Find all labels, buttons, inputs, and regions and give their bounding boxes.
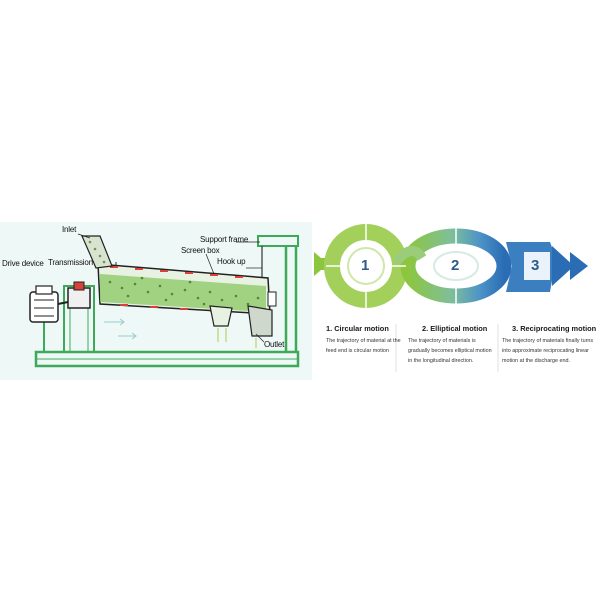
exit-arrow-2	[570, 252, 588, 280]
reciprocating-center	[524, 252, 550, 280]
label-screen-box: Screen box	[181, 246, 220, 255]
machine-diagram: Inlet Drive device Transmission Support …	[0, 222, 312, 380]
inlet-material	[88, 240, 106, 264]
label-leaders	[77, 233, 265, 343]
flow-arrows	[104, 318, 137, 340]
step-1-description: The trajectory of material at the feed e…	[326, 338, 401, 354]
step-3-title: 3. Reciprocating motion	[512, 324, 597, 333]
step-2-title: 2. Elliptical motion	[422, 324, 488, 333]
discharge-hopper	[209, 305, 233, 327]
step-2-description: The trajectory of materials is gradually…	[408, 338, 492, 364]
transmission-coupling	[73, 281, 85, 291]
inlet-chute	[81, 235, 113, 269]
exit-arrow	[552, 246, 574, 286]
transmission-box	[67, 287, 91, 309]
material-dots	[108, 276, 260, 306]
motion-trajectory-diagram: 1 2 3 1. Circular motion 2. Elliptical m…	[312, 222, 600, 380]
step-3-description: The trajectory of materials finally turn…	[502, 338, 594, 364]
label-hook-up: Hook up	[217, 257, 246, 266]
label-support-frame: Support frame	[200, 235, 249, 244]
ring-connector	[392, 246, 427, 266]
motion-graphic	[314, 224, 588, 372]
screen-material	[100, 274, 266, 312]
step-3-number: 3	[531, 257, 540, 274]
elliptical-motion-center	[433, 251, 479, 281]
drive-shaft	[57, 301, 69, 305]
outlet-hopper	[247, 305, 273, 337]
step-2-number: 2	[451, 257, 460, 274]
machine-drawing	[29, 233, 300, 368]
label-outlet: Outlet	[264, 340, 285, 349]
ring-segments	[326, 224, 457, 308]
label-inlet: Inlet	[62, 225, 77, 234]
drive-motor-cap	[35, 285, 53, 295]
discharge-arrows	[217, 328, 257, 348]
outlet-valve	[267, 291, 277, 307]
label-transmission: Transmission	[48, 258, 93, 267]
label-drive-device: Drive device	[2, 259, 44, 268]
support-frame-top	[257, 235, 299, 247]
circle-motion-center	[347, 247, 385, 285]
step-1-number: 1	[361, 257, 370, 274]
step-1-title: 1. Circular motion	[326, 324, 389, 333]
drive-motor	[29, 291, 59, 323]
